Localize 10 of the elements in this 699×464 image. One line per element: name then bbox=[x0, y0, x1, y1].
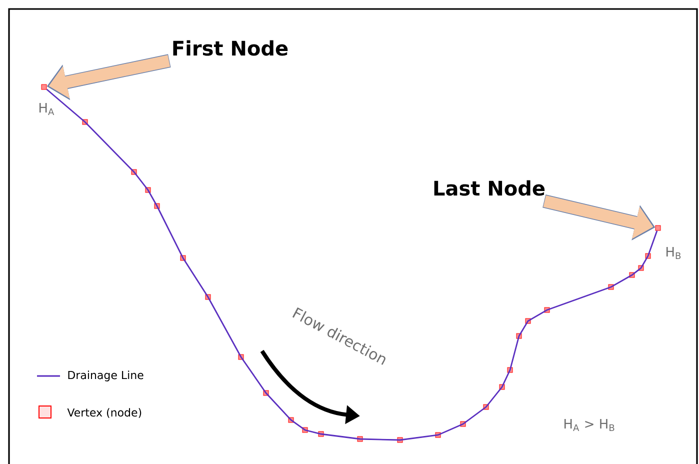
vertex-marker bbox=[655, 225, 661, 231]
vertex-marker bbox=[41, 84, 47, 90]
legend-label: Drainage Line bbox=[68, 370, 144, 382]
height-label: H$_{A}$ bbox=[39, 103, 54, 115]
height-label: H$_{A}$ > H$_{B}$ bbox=[564, 419, 614, 431]
node-title: Last Node bbox=[434, 180, 545, 196]
legend-label: Vertex (node) bbox=[67, 408, 142, 418]
height-label: H$_{B}$ bbox=[666, 247, 681, 259]
node-title: First Node bbox=[173, 40, 288, 56]
drainage-line bbox=[46, 88, 658, 441]
